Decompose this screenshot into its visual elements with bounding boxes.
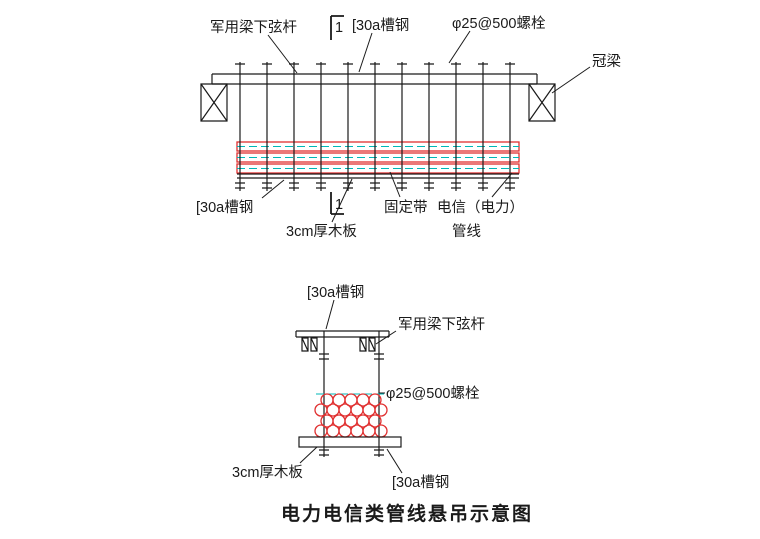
label-strap: 固定带 <box>384 199 428 216</box>
top-channel-section <box>295 330 390 338</box>
crown-beam-left <box>200 83 228 122</box>
bolt <box>342 61 354 192</box>
label-pipeline-line1: 电信（电力） <box>437 199 524 216</box>
chord-sections <box>301 337 376 352</box>
label-channel-top-section: [30a槽钢 <box>307 284 364 301</box>
leader-bolts-plan <box>448 30 471 64</box>
label-bolts-section: φ25@500螺栓 <box>386 385 480 402</box>
bolt <box>477 61 489 192</box>
bolt <box>288 61 300 192</box>
leader-plank-section <box>299 446 318 464</box>
drawing-title: 电力电信类管线悬吊示意图 <box>281 502 533 525</box>
leader-crown-beam <box>551 66 591 94</box>
section-mark-bottom: 1 <box>330 192 344 215</box>
leader-chord-plan <box>267 34 298 74</box>
label-channel-bottom-plan: [30a槽钢 <box>196 199 253 216</box>
bolt <box>504 61 516 192</box>
plank-section <box>298 436 402 448</box>
bolt <box>369 61 381 192</box>
leader-chord-section <box>375 330 397 345</box>
bolt <box>261 61 273 192</box>
section-view: [30a槽钢 军用梁下弦杆 φ25@500螺栓 3cm厚木板 [30a槽钢 <box>232 284 485 491</box>
leader-channel-top-plan <box>358 32 373 73</box>
leader-strap <box>389 171 401 198</box>
section-mark-top: 1 <box>330 15 344 40</box>
label-channel-bottom-section: [30a槽钢 <box>392 474 449 491</box>
leader-plank-plan <box>331 178 353 223</box>
label-crown-beam: 冠梁 <box>592 53 621 70</box>
bolt <box>423 61 435 192</box>
label-chord-plan: 军用梁下弦杆 <box>210 19 297 36</box>
section-number-bottom: 1 <box>335 197 343 213</box>
section-number-top: 1 <box>335 20 343 36</box>
leader-channel-bottom-plan <box>261 179 285 199</box>
leader-channel-bottom-section <box>386 448 403 474</box>
bolt <box>315 61 327 192</box>
section-labels: [30a槽钢 军用梁下弦杆 φ25@500螺栓 3cm厚木板 [30a槽钢 <box>232 284 485 491</box>
label-plank-section: 3cm厚木板 <box>232 463 303 481</box>
plan-labels: 军用梁下弦杆 [30a槽钢 φ25@500螺栓 冠梁 [30a槽钢 固定带 3c… <box>196 15 621 240</box>
leader-channel-top-section <box>325 299 335 330</box>
label-plank-plan: 3cm厚木板 <box>286 222 357 240</box>
bolt <box>450 61 462 192</box>
pipe-bundle-section <box>314 393 388 438</box>
hanger-bolts-plan <box>234 61 516 192</box>
label-bolts-plan: φ25@500螺栓 <box>452 15 546 32</box>
label-channel-top-plan: [30a槽钢 <box>352 17 409 34</box>
label-chord-section: 军用梁下弦杆 <box>398 316 485 333</box>
bolt <box>396 61 408 192</box>
crown-beam-right <box>528 83 556 122</box>
plan-view: 1 1 军用梁下弦杆 [30a槽钢 φ25@500螺栓 冠梁 [30a槽钢 固定… <box>196 15 621 240</box>
bottom-channel-plan <box>237 173 519 179</box>
leader-pipeline <box>491 172 513 198</box>
pipes-plan <box>236 141 520 174</box>
label-pipeline-line2: 管线 <box>452 223 481 240</box>
